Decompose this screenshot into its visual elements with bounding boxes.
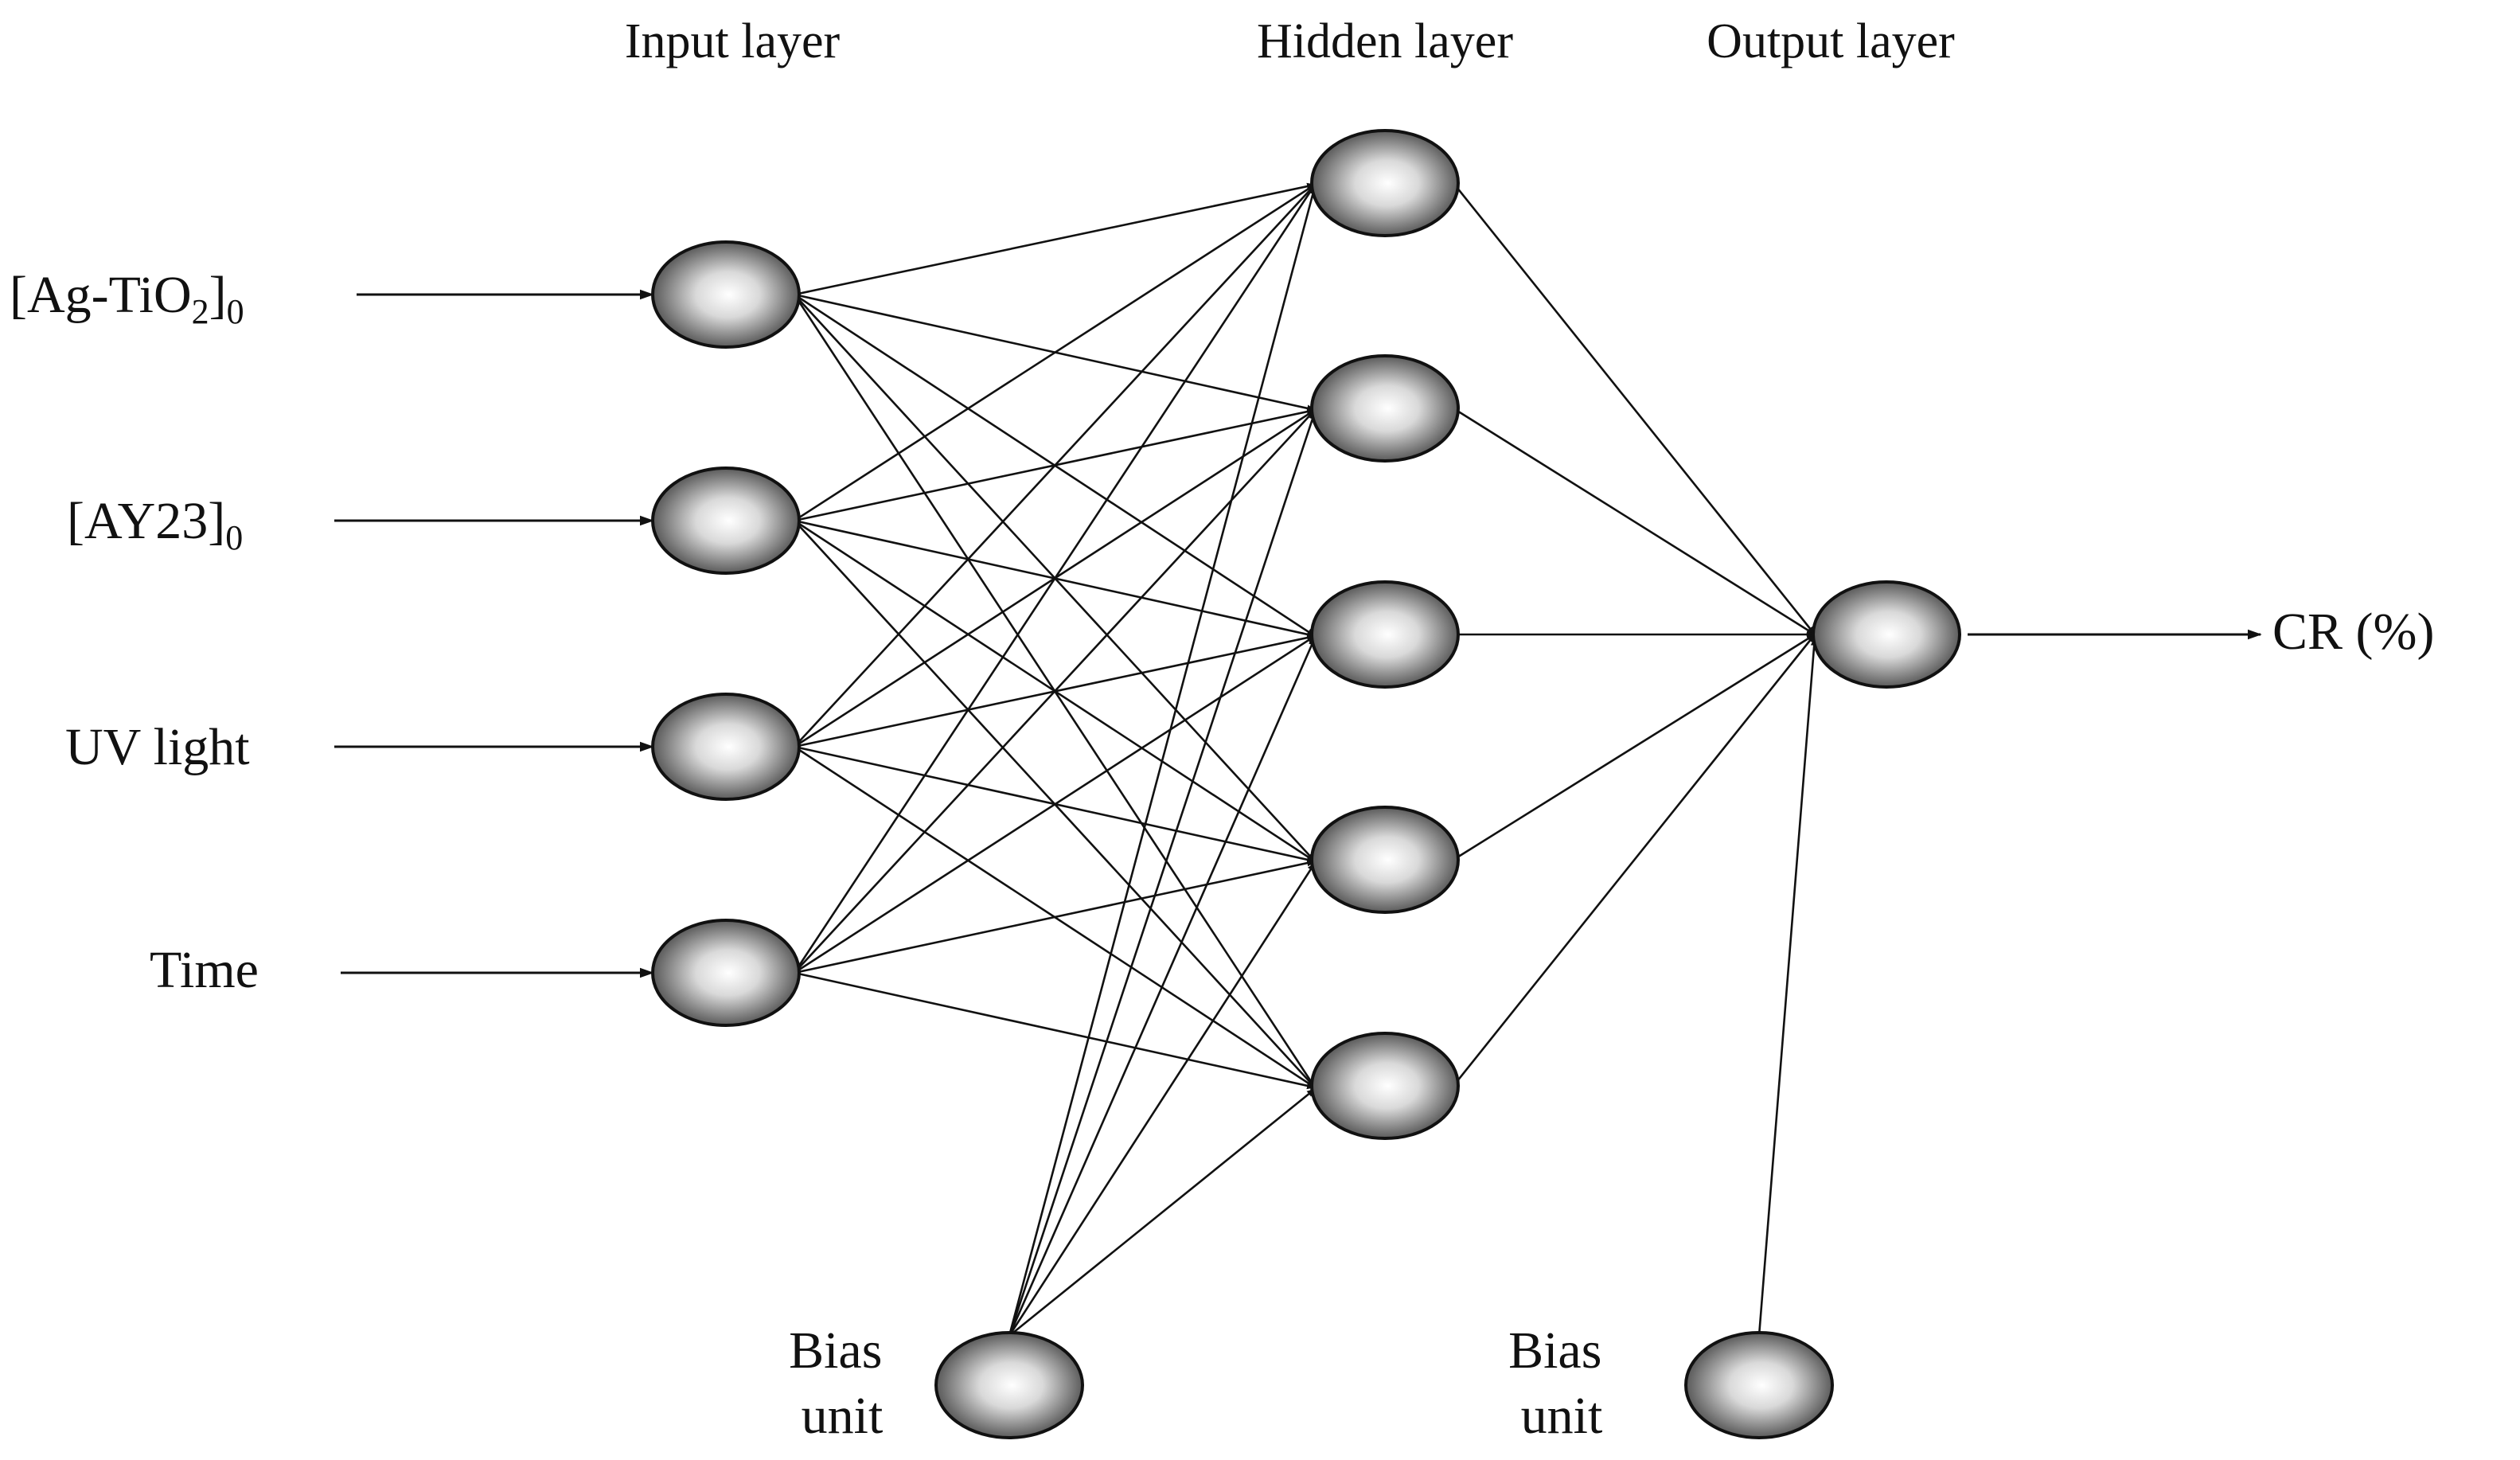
edge-bias-hidden-4 xyxy=(1008,862,1317,1337)
input-label-ag-tio2-sub: 2 xyxy=(192,292,209,331)
hidden-bias-label-line2: unit xyxy=(802,1387,884,1445)
input-label-ay23-sub0: 0 xyxy=(225,518,243,557)
edge-bias-hidden-5 xyxy=(1008,1087,1316,1337)
hidden-node-5 xyxy=(1310,1032,1460,1140)
output-bias-label-line1: Bias xyxy=(1508,1321,1601,1380)
bias-output-connection xyxy=(1757,636,1818,1337)
io-arrows xyxy=(334,289,2262,978)
edge-input-4-hidden-3 xyxy=(794,634,1316,974)
hidden-node-3 xyxy=(1310,580,1460,689)
edge-input-3-hidden-1 xyxy=(794,184,1316,748)
hidden-node-2 xyxy=(1310,354,1460,463)
edge-input-4-hidden-2 xyxy=(794,409,1316,974)
output-label-cr: CR (%) xyxy=(2272,603,2434,661)
edge-hidden-4-output xyxy=(1453,633,1816,861)
edge-bias-hidden-2 xyxy=(1008,410,1317,1337)
input-label-ag-tio2-main: [Ag-TiO xyxy=(10,266,192,324)
edge-hidden-2-output xyxy=(1453,407,1816,636)
input-node-3 xyxy=(651,693,801,801)
output-bias-node xyxy=(1684,1331,1834,1439)
edge-input-4-hidden-5 xyxy=(794,971,1317,1090)
output-layer-title: Output layer xyxy=(1707,14,1955,68)
input-node-2 xyxy=(651,466,801,575)
input-label-ag-tio2-sub0: 0 xyxy=(227,292,244,331)
edge-bias-hidden-1 xyxy=(1008,185,1317,1337)
edge-bias-output xyxy=(1757,636,1818,1337)
output-bias-label: Bias unit xyxy=(1508,1321,1615,1445)
edge-bias-hidden-3 xyxy=(1008,636,1317,1337)
input-hidden-connections xyxy=(793,182,1317,1090)
edge-hidden-1-output xyxy=(1452,182,1816,635)
hidden-node-1 xyxy=(1310,129,1460,237)
input-node-1 xyxy=(651,240,801,349)
network-nodes xyxy=(651,129,1961,1439)
edge-input-2-hidden-1 xyxy=(794,183,1316,522)
input-label-time: Time xyxy=(150,941,259,999)
input-label-ag-tio2-close: ] xyxy=(209,266,227,324)
input-node-4 xyxy=(651,919,801,1027)
hidden-bias-node xyxy=(934,1331,1084,1439)
bias-hidden-connections xyxy=(1008,185,1317,1337)
hidden-layer-title: Hidden layer xyxy=(1257,14,1513,68)
input-label-uv-light: UV light xyxy=(65,718,250,776)
hidden-output-connections xyxy=(1452,182,1816,1087)
hidden-bias-label-line1: Bias xyxy=(789,1321,882,1380)
hidden-bias-label: Bias unit xyxy=(789,1321,895,1445)
hidden-node-4 xyxy=(1310,806,1460,914)
edge-input-1-hidden-1 xyxy=(794,182,1317,296)
edge-input-4-hidden-1 xyxy=(793,184,1317,974)
input-layer-title: Input layer xyxy=(625,14,841,68)
output-node xyxy=(1812,580,1961,689)
input-label-ay23: [AY23]0 xyxy=(67,492,243,557)
input-label-ay23-main: [AY23] xyxy=(67,492,225,550)
edge-hidden-5-output xyxy=(1452,634,1816,1087)
output-bias-label-line2: unit xyxy=(1521,1387,1603,1445)
edge-input-4-hidden-4 xyxy=(794,859,1317,974)
input-label-ag-tio2: [Ag-TiO2]0 xyxy=(10,266,244,331)
